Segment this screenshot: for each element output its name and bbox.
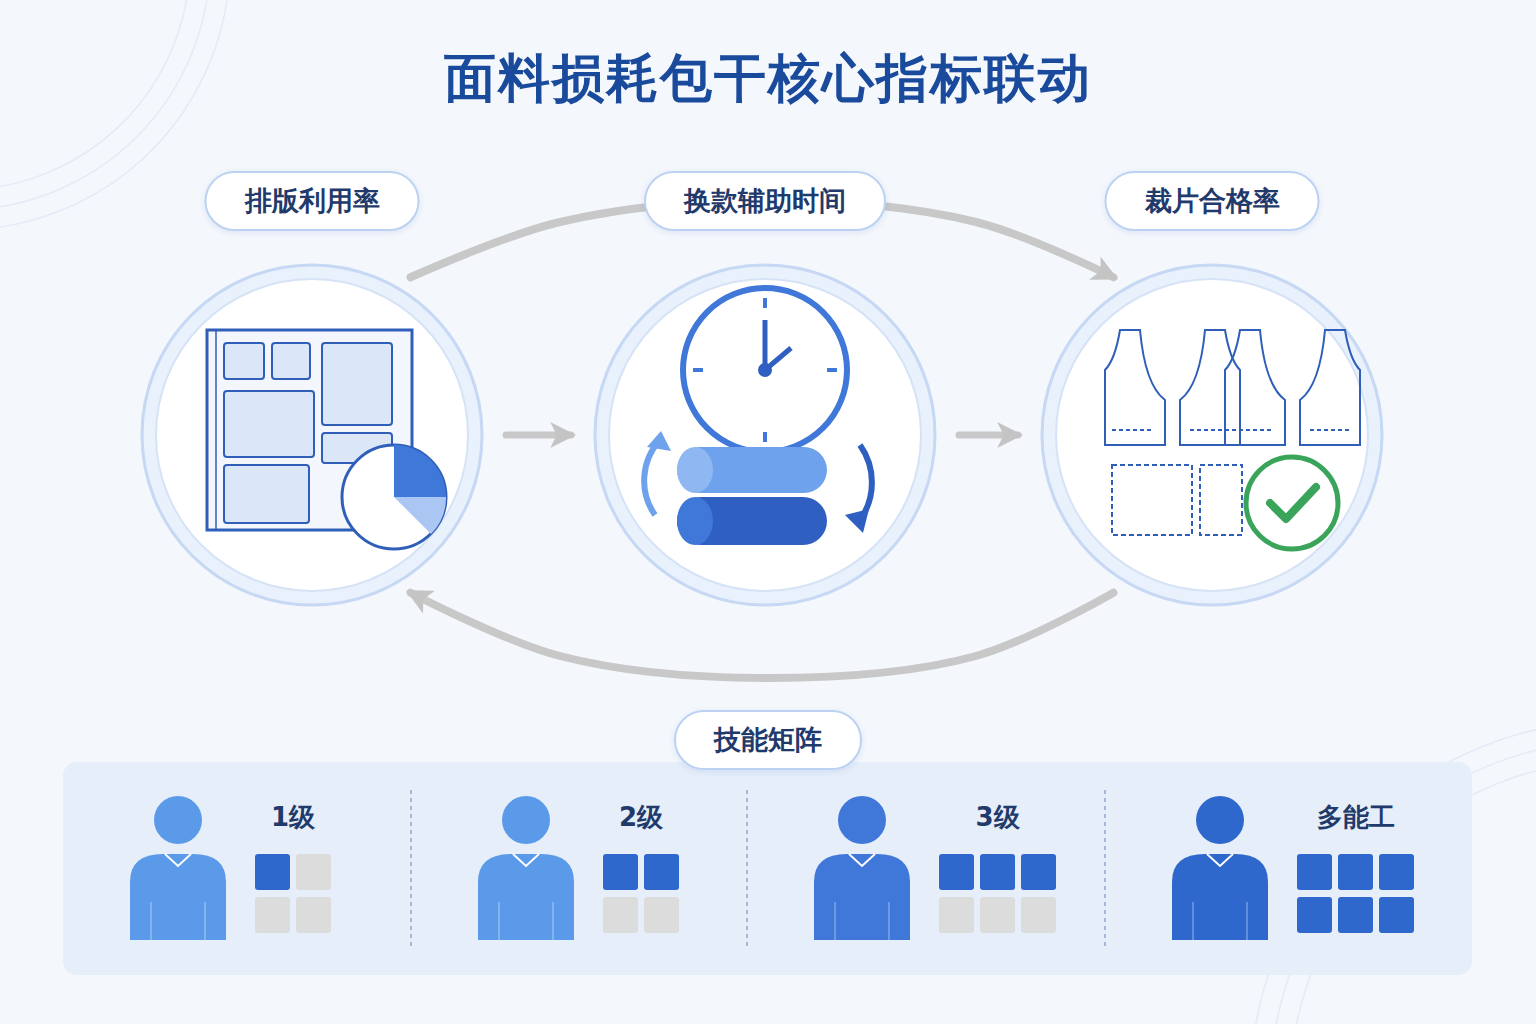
heading-pill: 技能矩阵 bbox=[674, 710, 862, 770]
heading-pill: 排版利用率 bbox=[205, 171, 420, 231]
person-icon bbox=[63, 762, 411, 975]
skill-panel: 1级2级3级多能工技能矩阵 bbox=[63, 762, 1472, 975]
flow-arrow bbox=[506, 432, 571, 439]
level-label: 1级 bbox=[271, 800, 315, 835]
metric-icon bbox=[593, 263, 937, 607]
level-label: 3级 bbox=[975, 800, 1019, 835]
person-icon bbox=[747, 762, 1105, 975]
level-label: 多能工 bbox=[1317, 800, 1395, 835]
person-icon bbox=[411, 762, 747, 975]
diagram-title: 面料损耗包干核心指标联动 bbox=[0, 44, 1536, 114]
heading-pill: 裁片合格率 bbox=[1105, 171, 1320, 231]
metric-icon bbox=[140, 263, 484, 607]
metric-circle: 裁片合格率 bbox=[1040, 263, 1384, 607]
flow-arrow bbox=[959, 432, 1018, 439]
level-label: 2级 bbox=[619, 800, 663, 835]
metric-circle: 换款辅助时间 bbox=[593, 263, 937, 607]
skill-level: 多能工 bbox=[1105, 762, 1472, 975]
skill-level: 1级 bbox=[63, 762, 411, 975]
person-icon bbox=[1105, 762, 1472, 975]
metric-icon bbox=[1040, 263, 1384, 607]
heading-pill: 换款辅助时间 bbox=[644, 171, 886, 231]
skill-level: 3级 bbox=[747, 762, 1105, 975]
skill-level: 2级 bbox=[411, 762, 747, 975]
metric-circle: 排版利用率 bbox=[140, 263, 484, 607]
